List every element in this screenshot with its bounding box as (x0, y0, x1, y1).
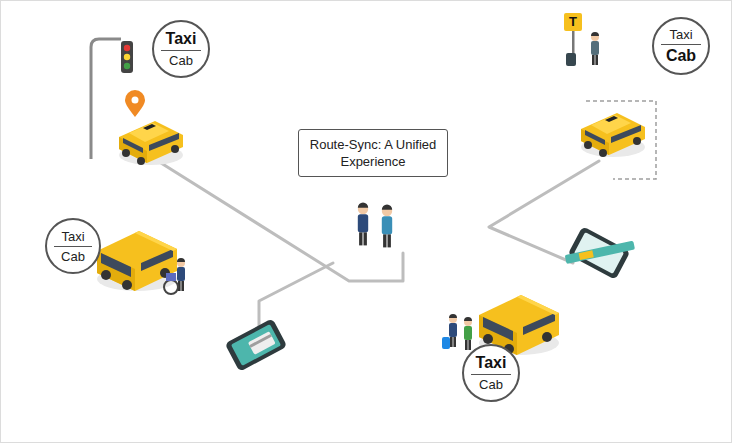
badge-text: Taxi (476, 354, 507, 372)
title-text: Route-Sync: A Unified Experience (307, 136, 439, 170)
badge-text: Taxi (166, 30, 197, 48)
badge-text: Taxi (61, 229, 84, 244)
badge-circle: TaxiCab (152, 20, 210, 78)
badge-divider (161, 50, 201, 51)
badge-divider (471, 374, 511, 375)
badge-circle: TaxiCab (652, 17, 710, 75)
badge-circle: TaxiCab (462, 344, 520, 402)
badge-text: Taxi (669, 27, 692, 42)
badge-divider (661, 44, 701, 45)
badge-text: Cab (479, 377, 503, 392)
title-box: Route-Sync: A Unified Experience (298, 129, 448, 177)
badge-text: Cab (61, 249, 85, 264)
badge-text: Cab (666, 47, 696, 65)
sign-letter: T (564, 13, 582, 31)
badge-circle: TaxiCab (45, 218, 101, 274)
badge-text: Cab (169, 53, 193, 68)
badge-divider (54, 246, 92, 247)
